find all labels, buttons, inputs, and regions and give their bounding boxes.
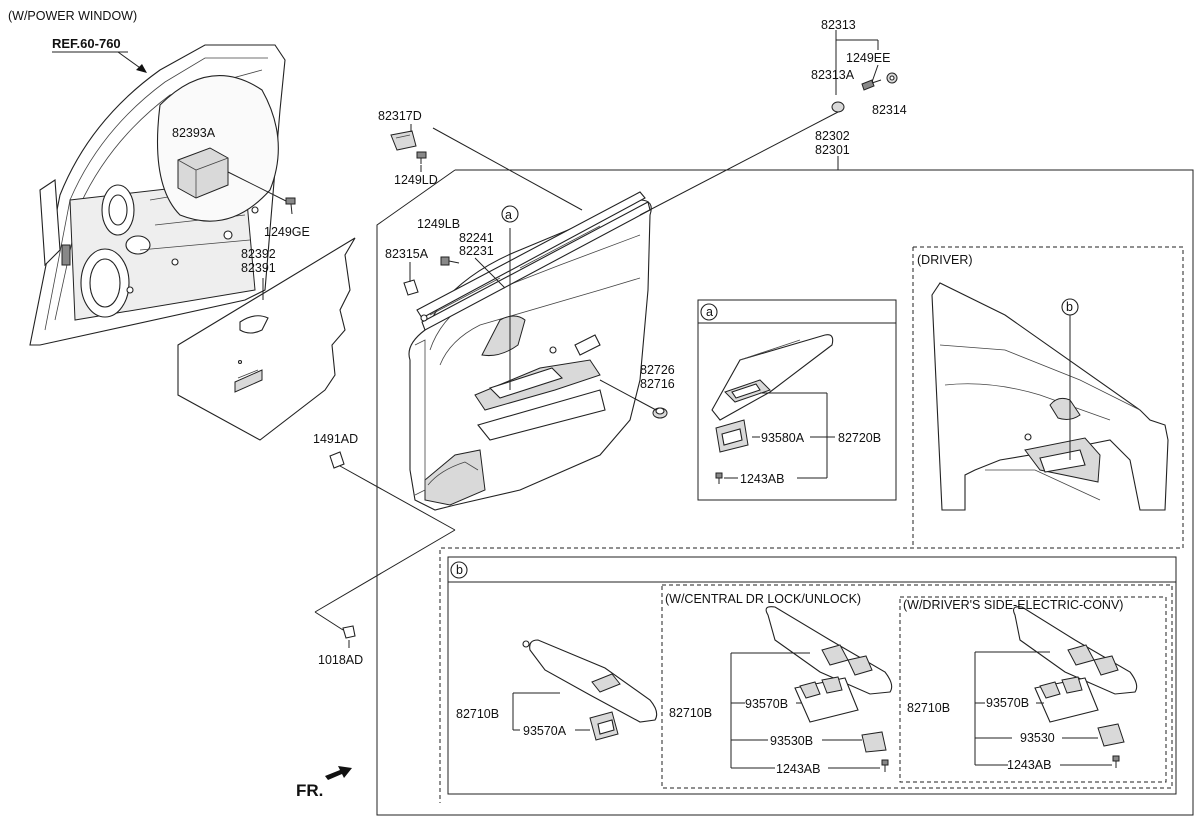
detail-b-box: [447, 556, 1177, 795]
part-1249EE: 1249EE: [846, 51, 890, 65]
part-82313: 82313: [821, 18, 856, 32]
heading-w-driver-side: (W/DRIVER'S SIDE-ELECTRIC-CONV): [903, 598, 1123, 612]
driver-variant-box: [439, 246, 1184, 803]
part-1249LD: 1249LD: [394, 173, 438, 187]
part-82393A: 82393A: [172, 126, 216, 140]
part-b3-93530: 93530: [1020, 731, 1055, 745]
clip-82315A-icon: [403, 279, 419, 296]
front-arrow-icon: [325, 766, 352, 780]
part-a-82720B: 82720B: [838, 431, 881, 445]
door-frame-illustration: [29, 44, 289, 346]
part-82241: 82241: [459, 231, 494, 245]
screw-1249EE-icon: [861, 79, 882, 91]
b-variant-driver-electric: [974, 606, 1138, 768]
b-variant-basic: [512, 639, 658, 741]
screw-1249LD-icon: [416, 151, 427, 164]
part-a-1243AB: 1243AB: [740, 472, 784, 486]
part-82301: 82301: [815, 143, 850, 157]
detail-a-box: [697, 299, 897, 501]
clip-82313A-icon: [831, 101, 845, 113]
part-82315A: 82315A: [385, 247, 429, 261]
heading-w-power-window: (W/POWER WINDOW): [8, 9, 137, 23]
labels: (W/POWER WINDOW) REF.60-760 (DRIVER) (W/…: [8, 9, 1123, 800]
screw-1018AD-icon: [342, 625, 356, 639]
part-b2-93570B: 93570B: [745, 697, 788, 711]
callout-b-detail: b: [456, 563, 463, 577]
part-b3-1243AB: 1243AB: [1007, 758, 1051, 772]
callout-b-driver: b: [1066, 300, 1073, 314]
part-1249LB: 1249LB: [417, 217, 460, 231]
part-82314: 82314: [872, 103, 907, 117]
heading-driver: (DRIVER): [917, 253, 973, 267]
part-b1-93570A: 93570A: [523, 724, 567, 738]
part-b2-93530B: 93530B: [770, 734, 813, 748]
screw-1249LB-icon: [440, 256, 460, 266]
cap-82726-icon: [652, 407, 668, 419]
part-1018AD: 1018AD: [318, 653, 363, 667]
part-82317D: 82317D: [378, 109, 422, 123]
callout-a-main: a: [505, 208, 512, 222]
main-assembly-frame: [376, 169, 1194, 816]
front-label: FR.: [296, 781, 323, 800]
clip-1491AD-icon: [329, 451, 345, 469]
door-trim-panel: [408, 199, 652, 511]
part-82726: 82726: [640, 363, 675, 377]
part-b2-82710B: 82710B: [669, 706, 712, 720]
part-b3-82710B: 82710B: [907, 701, 950, 715]
part-82392: 82392: [241, 247, 276, 261]
ref-label: REF.60-760: [52, 36, 121, 51]
callout-a-detail: a: [706, 305, 713, 319]
part-82231: 82231: [459, 244, 494, 258]
part-b1-82710B: 82710B: [456, 707, 499, 721]
part-1491AD: 1491AD: [313, 432, 358, 446]
leader-lines: [314, 30, 879, 648]
b-variant-central-lock: [730, 606, 893, 772]
part-82716: 82716: [640, 377, 675, 391]
part-b2-1243AB: 1243AB: [776, 762, 820, 776]
door-insulation-pad: [177, 237, 356, 441]
part-82302: 82302: [815, 129, 850, 143]
clip-82317D-icon: [390, 130, 417, 151]
nut-82314-icon: [886, 72, 898, 84]
part-1249GE: 1249GE: [264, 225, 310, 239]
part-b3-93570B: 93570B: [986, 696, 1029, 710]
part-a-93580A: 93580A: [761, 431, 805, 445]
part-82391: 82391: [241, 261, 276, 275]
part-82313A: 82313A: [811, 68, 855, 82]
bolt-1249GE-icon: [285, 197, 296, 215]
heading-w-central-lock: (W/CENTRAL DR LOCK/UNLOCK): [665, 592, 861, 606]
